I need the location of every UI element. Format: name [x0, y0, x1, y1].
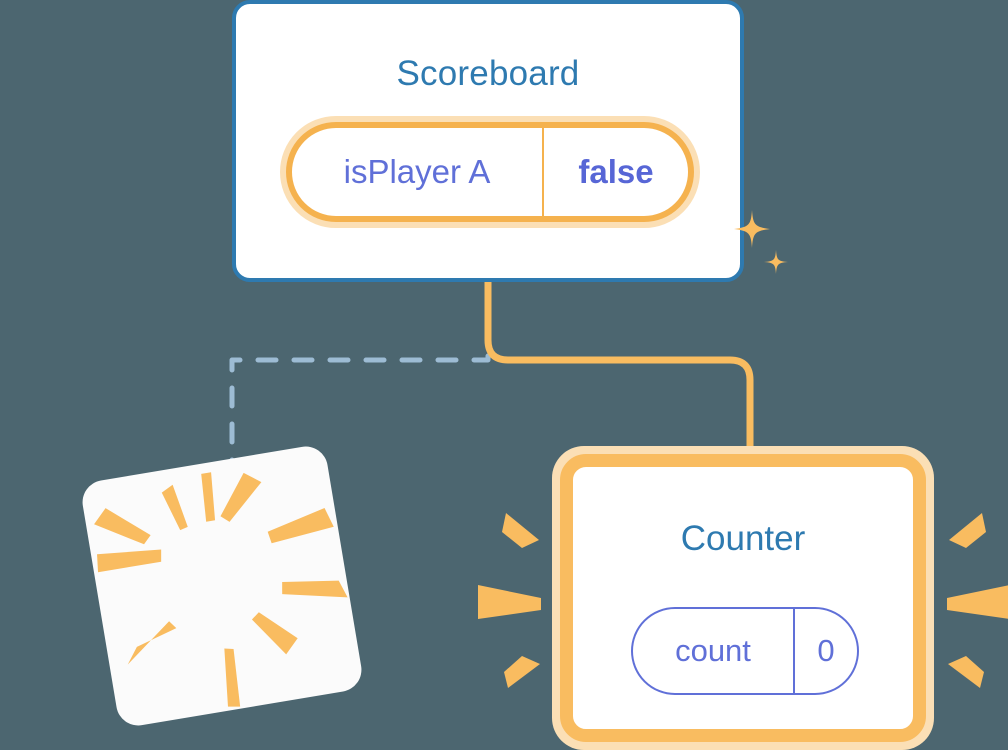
- ray-se: [251, 612, 298, 655]
- pill-glow-ring: [280, 116, 700, 228]
- pill-value-label: false: [578, 153, 654, 190]
- pill-divider: [542, 122, 544, 222]
- ray-ne: [220, 472, 262, 522]
- ray-w: [97, 549, 162, 573]
- counter-title: Counter: [680, 519, 806, 558]
- counter-ray-left-bottom: [504, 656, 540, 688]
- counter-pill-divider: [793, 607, 795, 695]
- counter-pill-value-label: 0: [817, 633, 835, 668]
- scoreboard-state-pill[interactable]: isPlayer A false: [280, 116, 788, 274]
- sparkle-star-large-icon: [734, 210, 770, 248]
- counter-state-pill[interactable]: count 0: [631, 607, 859, 695]
- ray-ese: [282, 580, 348, 598]
- pill-key-label: isPlayer A: [343, 153, 491, 190]
- counter-ray-left-mid: [478, 585, 541, 619]
- ray-e: [267, 508, 334, 544]
- sparkle-star-icon: [734, 210, 788, 274]
- burst-rays-icon: [94, 472, 348, 707]
- ray-sw: [127, 621, 177, 665]
- ray-nw: [94, 508, 151, 545]
- counter-card[interactable]: Counter count 0: [552, 446, 934, 750]
- counter-card-body[interactable]: Counter count 0: [560, 454, 926, 742]
- connector-solid-active: [484, 282, 754, 462]
- counter-pill-key-label: count: [675, 633, 751, 668]
- counter-ray-right-top: [949, 513, 986, 548]
- scoreboard-card[interactable]: Scoreboard isPlayer A false: [232, 0, 788, 282]
- ray-s: [224, 648, 241, 707]
- counter-ray-left-top: [502, 513, 539, 548]
- connector-dashed-inactive: [229, 281, 491, 473]
- counter-ray-right-mid: [947, 585, 1008, 619]
- ray-n: [201, 472, 216, 522]
- ray-nnw: [161, 484, 188, 531]
- blank-card[interactable]: [79, 443, 365, 729]
- pill-body[interactable]: isPlayer A false: [286, 122, 694, 222]
- counter-ray-right-bottom: [948, 656, 984, 688]
- sparkle-star-small-icon: [764, 250, 788, 274]
- page-title: Scoreboard: [396, 54, 580, 93]
